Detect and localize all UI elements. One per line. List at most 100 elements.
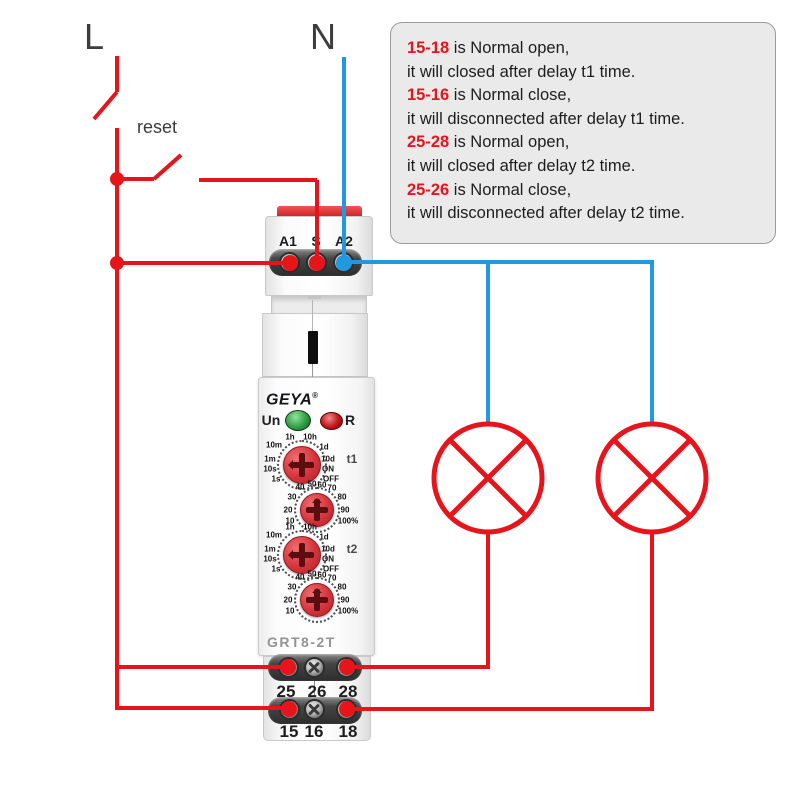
terminal-label-16: 16 [304,722,324,741]
dial-scale-label: 90 [340,505,350,515]
dial-scale-label: 40 [295,572,305,582]
dial-scale-label: 30 [287,492,297,502]
dial-tick-ring [294,577,340,623]
screw-15 [279,699,300,720]
terminal-label-18: 18 [338,722,358,741]
info-line: it will closed after delay t2 time. [407,155,769,179]
dial-t1-knob [283,446,321,484]
lamp-cross-line [448,438,528,518]
dial-scale-label: 10h [303,432,317,442]
dial-t2-group: 1h 10h 10m 1d 1m 10d 10s ON 1s OFF t2 [262,520,362,580]
dial-scale-label: 10d [321,544,335,554]
terminal-label-26: 26 [307,682,327,701]
terminal-pair: 15-16 [407,86,450,105]
dial-t1-name: t1 [346,452,358,466]
dial-scale-label: 50 [307,479,317,489]
dial-scale-label: 10s [263,554,277,564]
info-line: 15-18 is Normal open, [407,37,769,61]
knob-slot [298,542,306,568]
screw-25 [278,657,299,678]
screw-18 [336,699,357,720]
dial-t2-name: t2 [346,542,358,556]
junction-dot [110,256,124,270]
brand-text: GEYA [266,391,313,409]
reset-switch-label: reset [137,117,178,137]
dial-scale-label: 10h [303,522,317,532]
lamp-cross-line [448,438,528,518]
dial-scale-label: 1d [319,532,329,542]
dial-scale-label: 1h [285,522,295,532]
screw-a2 [333,252,354,273]
dial-scale-label: 90 [340,595,350,605]
terminal-label-28: 28 [338,682,358,701]
knob-slot [298,452,306,478]
info-line: 25-26 is Normal close, [407,179,769,203]
info-text: it will closed after delay t2 time. [407,156,636,175]
screw-28 [336,657,357,678]
dial-scale-label: 20 [283,505,293,515]
terminal-pair: 25-28 [407,133,450,152]
knob-slot [314,499,320,521]
info-line: it will disconnected after delay t2 time… [407,202,769,226]
live-line-label: L [84,16,105,57]
knob-pointer [283,550,293,560]
lamp-2 [595,421,709,535]
lamp-circle [595,421,709,535]
dial-scale-label: 60 [317,570,327,580]
dial-scale-label: 80 [337,582,347,592]
knob-pointer [312,493,322,503]
knob-pointer [283,460,293,470]
info-text: it will closed after delay t1 time. [407,62,636,81]
dial-scale-label: 70 [327,483,337,493]
brand-logo: GEYA® [266,391,319,409]
knob-slot [314,589,320,611]
din-rail-clip [277,206,362,219]
dial-scale-label: 1h [285,432,295,442]
dial-scale-label: 1s [271,564,281,574]
reset-led [320,412,343,430]
dial-scale-label: 1m [264,454,276,464]
dial-scale-label: 1s [271,474,281,484]
knob-pointer [312,583,322,593]
dial-scale-label: 10 [285,606,295,616]
terminal-pair: 15-18 [407,39,450,57]
dial-p1-knob [300,493,334,527]
info-text: it will disconnected after delay t2 time… [407,204,685,223]
dial-scale-label: 100% [337,606,359,616]
info-text: is Normal close, [449,180,572,199]
dial-tick-ring [277,530,327,580]
info-text: is Normal open, [449,39,570,57]
info-line: 25-28 is Normal open, [407,131,769,155]
dial-scale-label: 30 [287,582,297,592]
dial-scale-label: 100% [337,516,359,526]
dial-t2-knob [283,536,321,574]
dial-scale-label: 10d [321,454,335,464]
model-label: GRT8-2T [267,634,336,650]
screw-s [306,252,327,273]
info-line: 15-16 is Normal close, [407,84,769,108]
screw-26 [304,657,325,678]
brand-registered-mark: ® [312,391,319,400]
dial-scale-label: 60 [317,480,327,490]
dial-scale-label: 20 [283,595,293,605]
dial-scale-label: 80 [337,492,347,502]
dial-scale-label: 10m [265,440,283,450]
terminal-label-s: S [311,233,321,249]
dial-scale-label: 10m [265,530,283,540]
dial-scale-label: ON [322,554,334,564]
terminal-label-15: 15 [279,722,299,741]
power-led-label: Un [261,412,281,428]
terminal-pair: 25-26 [407,180,450,199]
dial-scale-label: OFF [323,564,339,574]
info-text: it will disconnected after delay t1 time… [407,109,685,128]
lamp-circle [431,421,545,535]
dial-p2-knob [300,583,334,617]
info-text: is Normal close, [449,86,572,105]
dial-scale-label: 10 [285,516,295,526]
terminal-label-25: 25 [276,682,296,701]
tiny-marking [308,296,321,299]
dial-scale-label: 70 [327,573,337,583]
hairline [312,364,313,377]
dial-tick-ring [277,440,327,490]
